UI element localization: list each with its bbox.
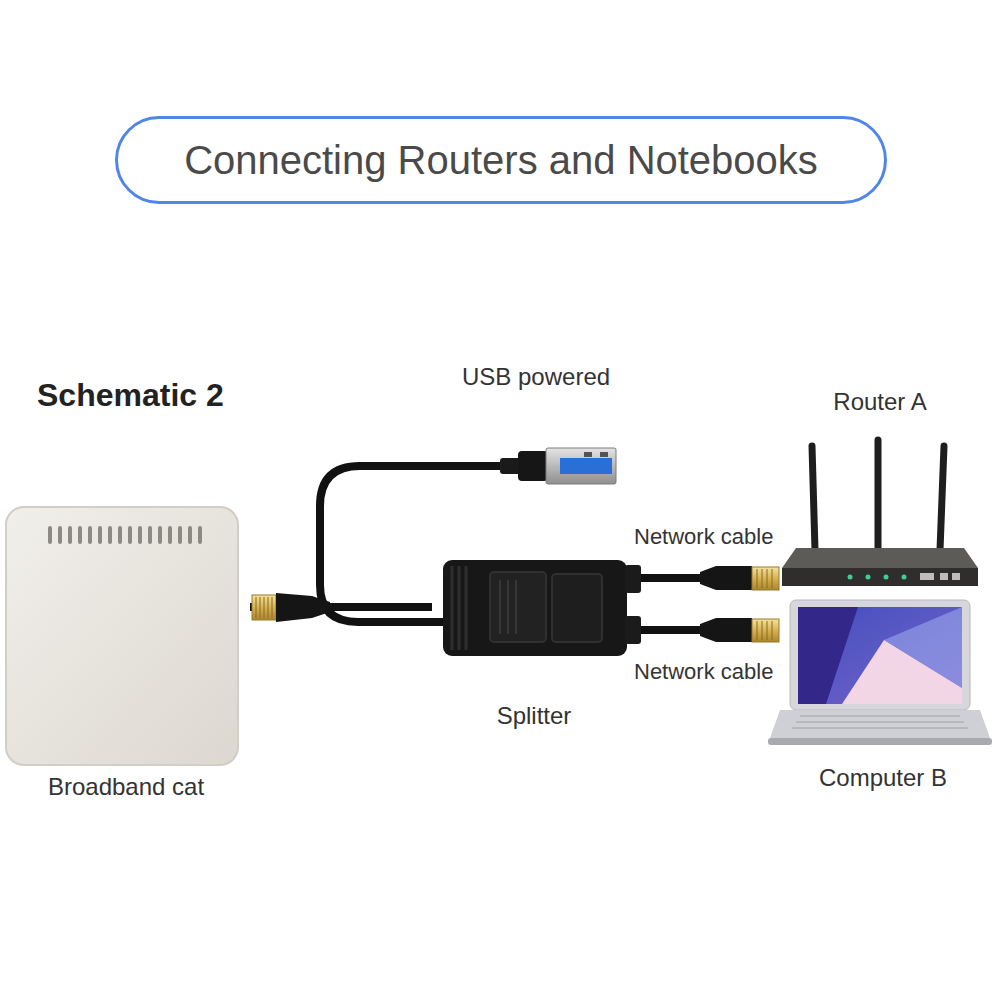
rj45-plug: [700, 618, 752, 642]
rj45-plug: [256, 597, 272, 618]
router-illustration: [902, 575, 907, 580]
router-illustration: [940, 573, 948, 580]
rj45-plug: [757, 621, 772, 640]
laptop-illustration: [792, 716, 968, 728]
device-node: Splitter: [432, 556, 636, 736]
usb-plug: [500, 448, 616, 484]
cable-label: Network cable: [632, 659, 775, 685]
device-label: Computer B: [768, 764, 998, 793]
rj45-plug: [700, 618, 779, 642]
rj45-plug: [700, 566, 779, 590]
rj45-plug: [252, 595, 276, 620]
laptop-illustration: [798, 607, 962, 704]
device-node: Router A: [774, 386, 986, 591]
router-illustration: [782, 548, 978, 568]
splitter-body: [552, 574, 602, 642]
router-illustration: [848, 575, 853, 580]
router-illustration: [952, 573, 960, 580]
splitter-body: [443, 560, 641, 656]
title-pill: Connecting Routers and Notebooks: [115, 116, 887, 204]
device-label: Router A: [774, 388, 986, 417]
rj45-plug: [752, 567, 779, 590]
rj45-plug: [700, 566, 752, 590]
modem-illustration: [50, 528, 200, 542]
router-illustration: [920, 573, 934, 580]
device-label: Splitter: [432, 702, 636, 731]
laptop-illustration: [770, 710, 990, 738]
router-illustration: [884, 575, 889, 580]
usb-plug: [560, 458, 612, 474]
device-label: Broadband cat: [2, 773, 250, 802]
usb-plug: [600, 452, 608, 457]
part-label: USB powered: [462, 363, 610, 392]
router-illustration: [782, 440, 978, 586]
device-node: Broadband cat: [2, 505, 250, 805]
splitter-body: [443, 560, 627, 656]
laptop-illustration: [790, 600, 970, 710]
splitter-body: [500, 580, 516, 634]
splitter-body: [625, 565, 641, 593]
rj45-plug: [276, 593, 330, 622]
rj45-plug: [252, 593, 330, 622]
cable-label: Network cable: [632, 524, 775, 550]
router-illustration: [866, 575, 871, 580]
device-node: Computer B: [768, 598, 998, 798]
title-text: Connecting Routers and Notebooks: [184, 136, 818, 184]
router-illustration: [812, 440, 944, 550]
rj45-plug: [752, 619, 779, 642]
schematic-heading: Schematic 2: [37, 376, 224, 414]
splitter-body: [625, 616, 641, 644]
laptop-illustration: [768, 738, 992, 745]
rj45-plug: [757, 569, 772, 588]
usb-plug: [518, 451, 548, 481]
splitter-body: [452, 566, 466, 650]
laptop-illustration: [798, 607, 858, 704]
laptop-illustration: [768, 600, 992, 745]
modem-illustration: [6, 507, 238, 765]
modem-illustration: [6, 507, 238, 765]
laptop-illustration: [884, 607, 962, 688]
usb-plug: [584, 452, 592, 457]
router-illustration: [782, 568, 978, 586]
splitter-body: [490, 572, 546, 642]
usb-plug: [546, 448, 616, 484]
